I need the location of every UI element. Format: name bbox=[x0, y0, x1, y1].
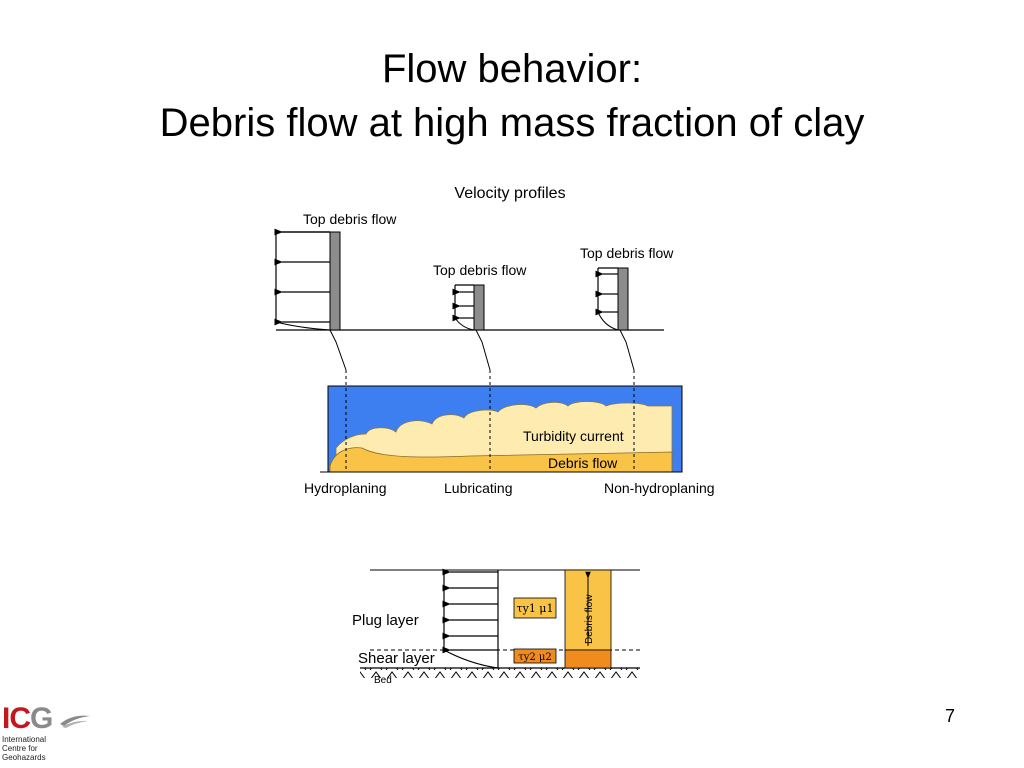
debris-thickness-bar bbox=[473, 284, 485, 331]
plug-layer-label: Plug layer bbox=[352, 612, 419, 629]
logo-line-2: Centre for bbox=[2, 744, 38, 753]
title-line-1: Flow behavior: bbox=[381, 47, 643, 91]
debris-thickness-bar bbox=[617, 267, 629, 331]
shear-curve bbox=[597, 311, 619, 331]
logo-acronym-red: IC bbox=[2, 702, 31, 735]
profile-label-2: Top debris flow bbox=[433, 262, 527, 278]
plug-parameters: τy1 μ1 bbox=[517, 602, 554, 615]
logo-subtitle: International Centre for Geohazards bbox=[2, 735, 46, 762]
flow-cross-section: Turbidity current Debris flow bbox=[320, 370, 683, 473]
shear-layer-label: Shear layer bbox=[358, 650, 435, 667]
regime-label-hydroplaning: Hydroplaning bbox=[304, 480, 387, 496]
regime-label-lubricating: Lubricating bbox=[444, 480, 513, 496]
velocity-profiles-heading: Velocity profiles bbox=[454, 185, 565, 202]
bed-hatching bbox=[360, 668, 640, 678]
logo-line-3: Geohazards bbox=[2, 753, 46, 762]
profile-lubricating: Top debris flow bbox=[433, 262, 527, 331]
debris-flow-column-label: Debris flow bbox=[584, 594, 595, 644]
page-number: 7 bbox=[945, 706, 956, 726]
profile-hydroplaning: Top debris flow bbox=[274, 211, 397, 331]
profile-label-1: Top debris flow bbox=[303, 211, 397, 227]
regime-label-non-hydroplaning: Non-hydroplaning bbox=[604, 480, 715, 496]
connector-line bbox=[475, 329, 491, 371]
logo-line-1: International bbox=[2, 735, 47, 744]
shear-curve bbox=[454, 317, 475, 331]
logo-acronym-grey: G bbox=[30, 702, 53, 735]
icg-logo: ICG International Centre for Geohazards bbox=[2, 702, 92, 766]
shear-parameter-box bbox=[513, 648, 557, 664]
profile-non-hydroplaning: Top debris flow bbox=[580, 245, 674, 331]
connector-line bbox=[329, 329, 347, 371]
bed-label: Bed bbox=[374, 675, 392, 686]
shear-curve bbox=[275, 321, 331, 331]
slide-title: Flow behavior: Debris flow at high mass … bbox=[0, 42, 1024, 150]
shear-parameters: τy2 μ2 bbox=[518, 652, 552, 663]
plug-parameter-box bbox=[513, 597, 557, 619]
title-line-2: Debris flow at high mass fraction of cla… bbox=[159, 101, 865, 145]
connector-line bbox=[619, 329, 635, 371]
logo-swoosh-icon bbox=[60, 715, 90, 728]
debris-flow-layer bbox=[329, 447, 673, 473]
logo-acronym: ICG bbox=[2, 702, 53, 736]
layer-diagram: Plug layer Shear layer Bed τy1 μ1 τy2 μ2… bbox=[352, 568, 640, 686]
profile-label-3: Top debris flow bbox=[580, 245, 674, 261]
debris-thickness-bar bbox=[329, 231, 341, 331]
turbidity-current-label: Turbidity current bbox=[523, 428, 624, 444]
shear-profile-curve bbox=[443, 649, 499, 669]
debris-flow-label: Debris flow bbox=[548, 455, 618, 471]
turbidity-current bbox=[335, 401, 673, 462]
shear-layer-column bbox=[564, 649, 612, 669]
